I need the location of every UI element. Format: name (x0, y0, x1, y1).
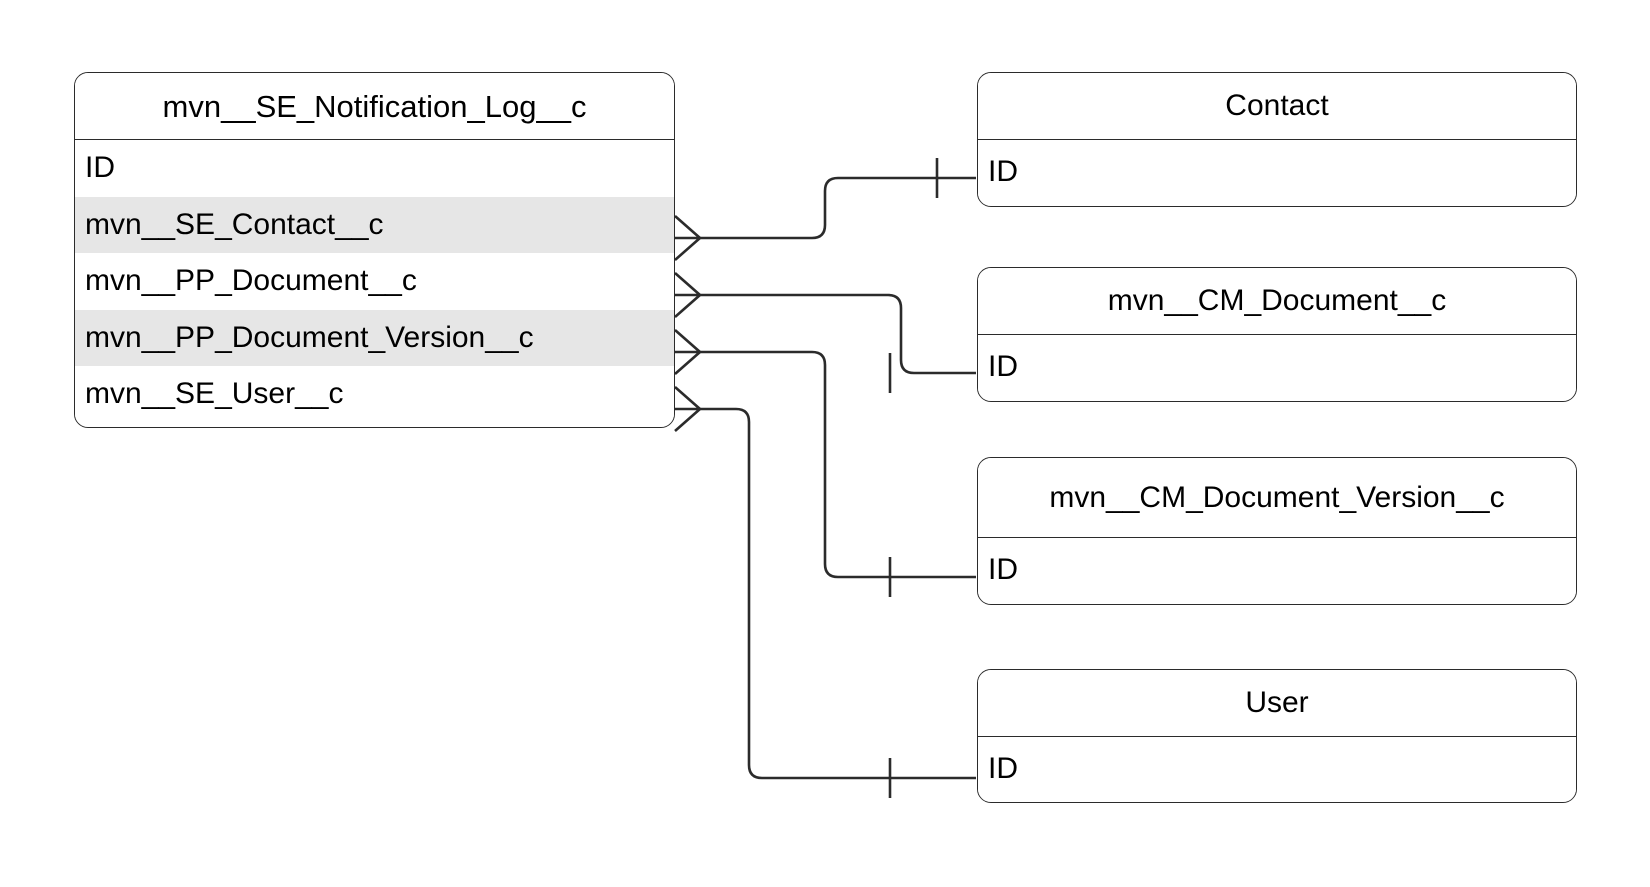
attribute-row-pp-document-version[interactable]: mvn__PP_Document_Version__c (75, 309, 674, 366)
attribute-list-contact: ID (978, 140, 1576, 204)
attribute-list-cm-document-version: ID (978, 538, 1576, 602)
crows-foot-cm-document (674, 272, 701, 318)
crows-foot-user (674, 386, 701, 432)
attribute-row-cm-document-version-id[interactable]: ID (978, 538, 1576, 602)
attribute-row-se-contact[interactable]: mvn__SE_Contact__c (75, 196, 674, 253)
entity-title-cm-document: mvn__CM_Document__c (978, 268, 1576, 335)
entity-title-notification-log: mvn__SE_Notification_Log__c (75, 73, 674, 140)
entity-notification-log[interactable]: mvn__SE_Notification_Log__c ID mvn__SE_C… (74, 72, 675, 428)
attribute-row-cm-document-id[interactable]: ID (978, 335, 1576, 399)
attribute-row-id[interactable]: ID (75, 140, 674, 197)
entity-cm-document-version[interactable]: mvn__CM_Document_Version__c ID (977, 457, 1577, 605)
entity-title-user: User (978, 670, 1576, 737)
entity-title-contact: Contact (978, 73, 1576, 140)
attribute-row-user-id[interactable]: ID (978, 737, 1576, 801)
crows-foot-cm-document-version (674, 329, 701, 375)
entity-contact[interactable]: Contact ID (977, 72, 1577, 207)
crows-foot-contact (674, 215, 701, 261)
relationship-line-contact (700, 176, 976, 240)
attribute-list-user: ID (978, 737, 1576, 801)
relationship-line-cm-document-version (700, 350, 976, 579)
attribute-row-pp-document[interactable]: mvn__PP_Document__c (75, 253, 674, 310)
entity-user[interactable]: User ID (977, 669, 1577, 803)
attribute-row-se-user[interactable]: mvn__SE_User__c (75, 366, 674, 423)
relationship-line-cm-document (700, 293, 976, 375)
entity-title-cm-document-version: mvn__CM_Document_Version__c (978, 458, 1576, 538)
attribute-list-notification-log: ID mvn__SE_Contact__c mvn__PP_Document__… (75, 140, 674, 423)
attribute-list-cm-document: ID (978, 335, 1576, 399)
entity-cm-document[interactable]: mvn__CM_Document__c ID (977, 267, 1577, 402)
relationship-line-user (700, 407, 976, 780)
attribute-row-contact-id[interactable]: ID (978, 140, 1576, 204)
